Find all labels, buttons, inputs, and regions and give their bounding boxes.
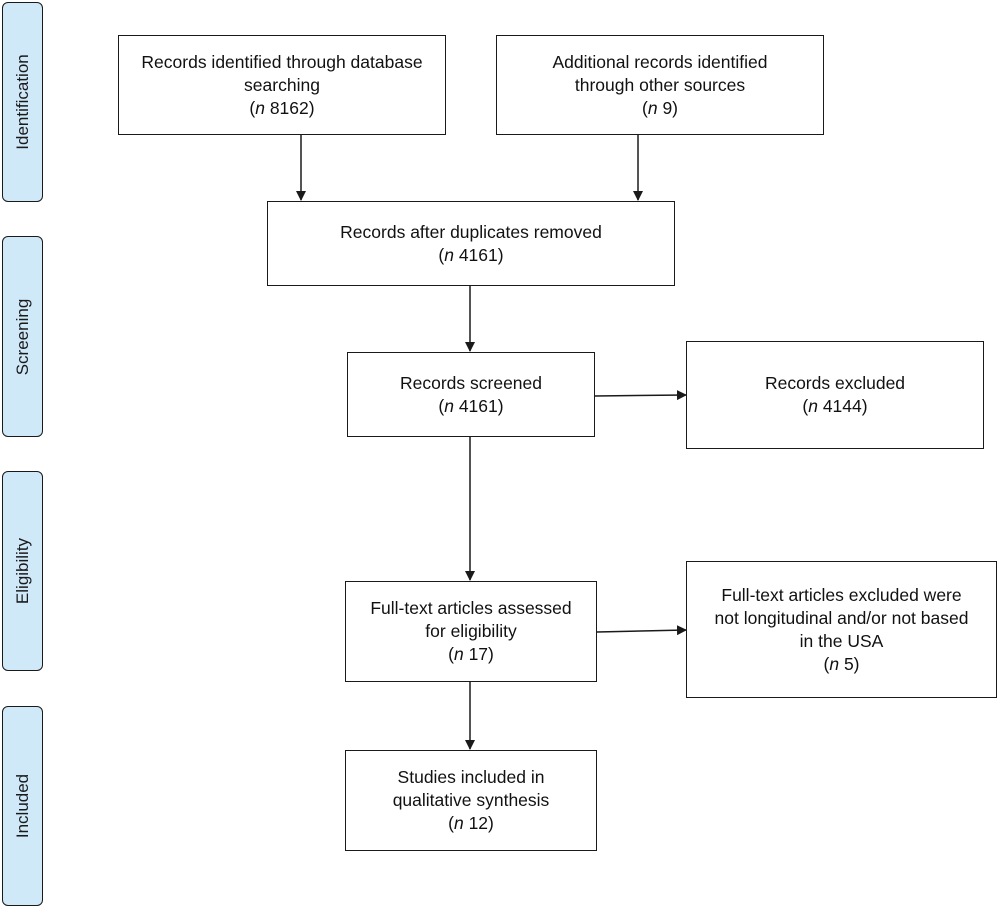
other-sources-count: (n 9) bbox=[642, 97, 678, 118]
duplicates-removed-line1: Records after duplicates removed bbox=[340, 221, 602, 242]
records-excluded-count-value: 4144 bbox=[822, 396, 862, 416]
included-studies-count: (n 12) bbox=[448, 813, 494, 833]
duplicates-removed-count: (n 4161) bbox=[438, 244, 504, 265]
n-symbol: n bbox=[808, 396, 818, 416]
full-text-excluded-count-value: 5 bbox=[843, 653, 854, 674]
phase-identification: Identification bbox=[2, 2, 43, 202]
phase-screening: Screening bbox=[2, 236, 43, 437]
full-text-assessed-count-value: 17 bbox=[468, 644, 489, 664]
other-sources-count-value: 9 bbox=[662, 97, 673, 118]
included-studies-line2: qualitative synthesis bbox=[392, 790, 550, 810]
n-symbol: n bbox=[453, 813, 464, 833]
arrow-screened-to-excluded bbox=[594, 390, 687, 401]
included-studies-line1: Studies included in bbox=[397, 767, 545, 787]
arrow-fulltext-to-fulltext-excluded bbox=[596, 625, 687, 636]
phase-eligibility: Eligibility bbox=[2, 471, 43, 671]
full-text-assessed-line1: Full-text articles assessed bbox=[370, 598, 572, 618]
box-full-text-excluded: Full-text articles excluded were not lon… bbox=[686, 561, 997, 698]
box-records-excluded: Records excluded (n 4144) bbox=[686, 341, 984, 449]
box-database-search: Records identified through database sear… bbox=[118, 35, 446, 135]
box-records-screened: Records screened (n 4161) bbox=[347, 352, 595, 437]
n-symbol: n bbox=[829, 653, 840, 674]
records-screened-count-value: 4161 bbox=[458, 395, 498, 416]
n-symbol: n bbox=[255, 97, 265, 118]
box-other-sources: Additional records identified through ot… bbox=[496, 35, 824, 135]
database-search-line1: Records identified through database bbox=[141, 51, 423, 72]
duplicates-removed-count-value: 4161 bbox=[458, 244, 498, 265]
records-screened-count: (n 4161) bbox=[438, 395, 504, 416]
n-symbol: n bbox=[453, 644, 464, 664]
database-search-line2: searching bbox=[244, 74, 320, 95]
box-duplicates-removed: Records after duplicates removed (n 4161… bbox=[267, 201, 675, 286]
records-excluded-line1: Records excluded bbox=[764, 373, 906, 393]
full-text-excluded-count: (n 5) bbox=[823, 653, 860, 674]
other-sources-line1: Additional records identified bbox=[552, 51, 768, 72]
full-text-assessed-count: (n 17) bbox=[448, 644, 494, 664]
records-screened-line1: Records screened bbox=[399, 372, 543, 393]
full-text-excluded-line2: not longitudinal and/or not based bbox=[714, 607, 969, 628]
phase-included: Included bbox=[2, 706, 43, 906]
n-symbol: n bbox=[444, 395, 454, 416]
database-search-count: (n 8162) bbox=[249, 97, 315, 118]
other-sources-line2: through other sources bbox=[574, 74, 746, 95]
n-symbol: n bbox=[647, 97, 658, 118]
full-text-excluded-line1: Full-text articles excluded were bbox=[721, 584, 962, 605]
records-excluded-count: (n 4144) bbox=[802, 396, 868, 416]
included-studies-count-value: 12 bbox=[468, 813, 489, 833]
full-text-excluded-line3: in the USA bbox=[799, 630, 884, 651]
box-included-studies: Studies included in qualitative synthesi… bbox=[345, 750, 597, 851]
n-symbol: n bbox=[444, 244, 454, 265]
full-text-assessed-line2: for eligibility bbox=[425, 621, 517, 641]
database-search-count-value: 8162 bbox=[269, 97, 309, 118]
box-full-text-assessed: Full-text articles assessed for eligibil… bbox=[345, 581, 597, 682]
